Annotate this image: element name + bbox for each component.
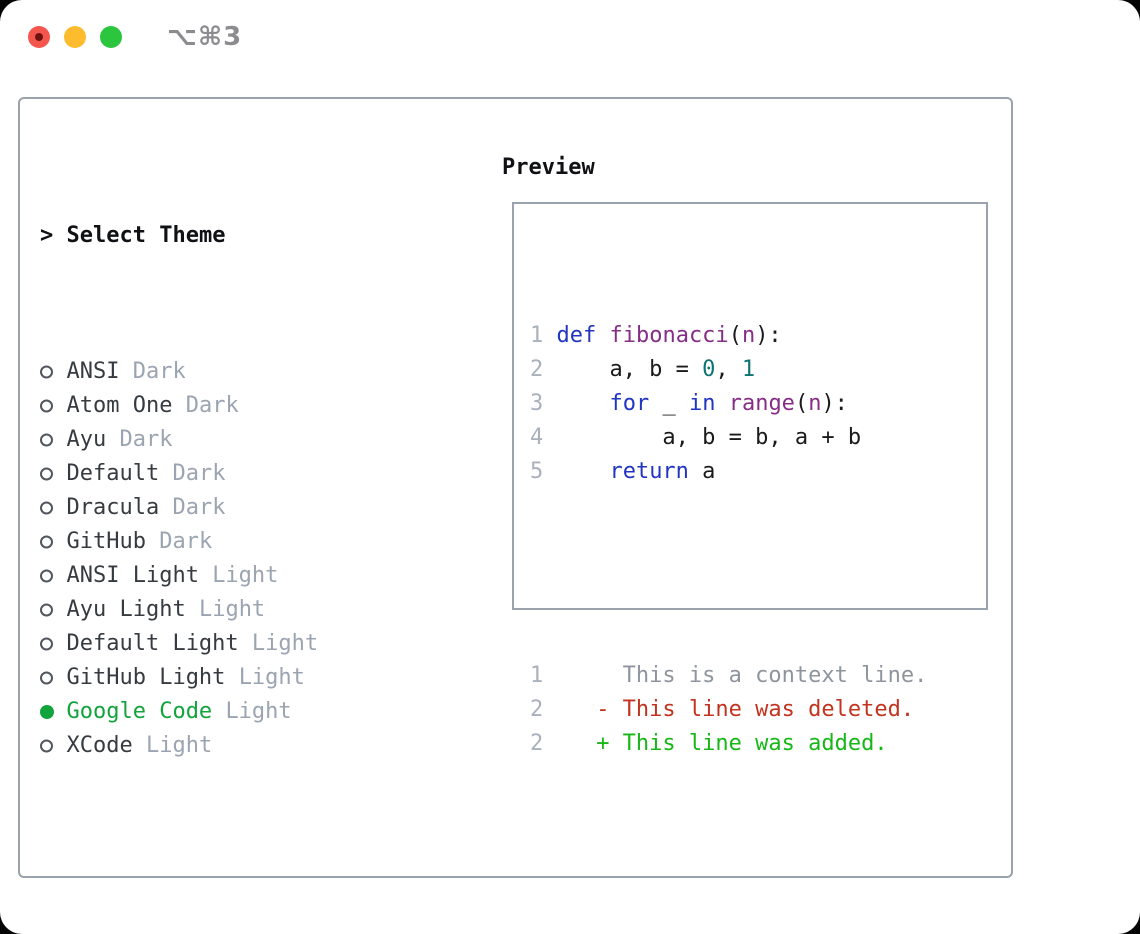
theme-item-ayu-light[interactable]: Ayu Light Light xyxy=(40,593,411,627)
radio-icon xyxy=(40,603,53,617)
line-number: 2 xyxy=(530,357,544,382)
code-line: 2 a, b = 0, 1 xyxy=(530,353,976,387)
spacer xyxy=(530,557,976,591)
radio-icon xyxy=(40,399,53,413)
keyboard-shortcut-label: ⌥⌘3 xyxy=(167,22,243,52)
theme-item-xcode[interactable]: XCode Light xyxy=(40,729,411,763)
caret-icon: > xyxy=(40,223,54,248)
theme-item-dracula[interactable]: Dracula Dark xyxy=(40,491,411,525)
code-line: 4 a, b = b, a + b xyxy=(530,421,976,455)
radio-icon xyxy=(40,467,53,481)
diff-line-context: 1 This is a context line. xyxy=(530,659,976,693)
diff-sign xyxy=(596,659,609,693)
zoom-button[interactable] xyxy=(100,26,122,48)
line-number: 3 xyxy=(530,391,544,416)
select-theme-title: Select Theme xyxy=(66,223,226,248)
diff-line-added: 2+This line was added. xyxy=(530,727,976,761)
line-number: 1 xyxy=(530,663,544,688)
radio-icon xyxy=(40,637,53,651)
theme-item-github-light[interactable]: GitHub Light Light xyxy=(40,661,411,695)
line-number: 2 xyxy=(530,697,544,722)
minimize-button[interactable] xyxy=(64,26,86,48)
theme-picker-panel: > Select Theme ANSI Dark Atom One Dark A… xyxy=(18,97,1013,878)
line-number: 2 xyxy=(530,731,544,756)
theme-list-column: > Select Theme ANSI Dark Atom One Dark A… xyxy=(40,151,411,934)
radio-icon xyxy=(40,739,53,753)
radio-icon xyxy=(40,535,53,549)
select-theme-heading: > Select Theme xyxy=(40,219,411,253)
line-number: 5 xyxy=(530,459,544,484)
theme-item-ansi[interactable]: ANSI Dark xyxy=(40,355,411,389)
preview-heading: Preview xyxy=(502,155,595,180)
line-number: 1 xyxy=(530,323,544,348)
spacer xyxy=(40,865,411,899)
theme-item-google-code[interactable]: Google Code Light xyxy=(40,695,411,729)
code-line: 5 return a xyxy=(530,455,976,489)
diff-sign: - xyxy=(596,697,610,722)
theme-item-ansi-light[interactable]: ANSI Light Light xyxy=(40,559,411,593)
theme-item-github[interactable]: GitHub Dark xyxy=(40,525,411,559)
radio-icon xyxy=(40,433,53,447)
title-bar: ⌥⌘3 xyxy=(0,0,1140,72)
theme-item-atom-one[interactable]: Atom One Dark xyxy=(40,389,411,423)
close-button[interactable] xyxy=(28,26,50,48)
diff-sign: + xyxy=(596,731,610,756)
theme-item-default[interactable]: Default Dark xyxy=(40,457,411,491)
code-line: 3 for _ in range(n): xyxy=(530,387,976,421)
theme-item-ayu[interactable]: Ayu Dark xyxy=(40,423,411,457)
radio-icon xyxy=(40,365,53,379)
radio-icon xyxy=(40,569,53,583)
radio-icon xyxy=(40,705,53,719)
line-number: 4 xyxy=(530,425,544,450)
radio-icon xyxy=(40,501,53,515)
theme-item-default-light[interactable]: Default Light Light xyxy=(40,627,411,661)
radio-icon xyxy=(40,671,53,685)
diff-line-deleted: 2-This line was deleted. xyxy=(530,693,976,727)
